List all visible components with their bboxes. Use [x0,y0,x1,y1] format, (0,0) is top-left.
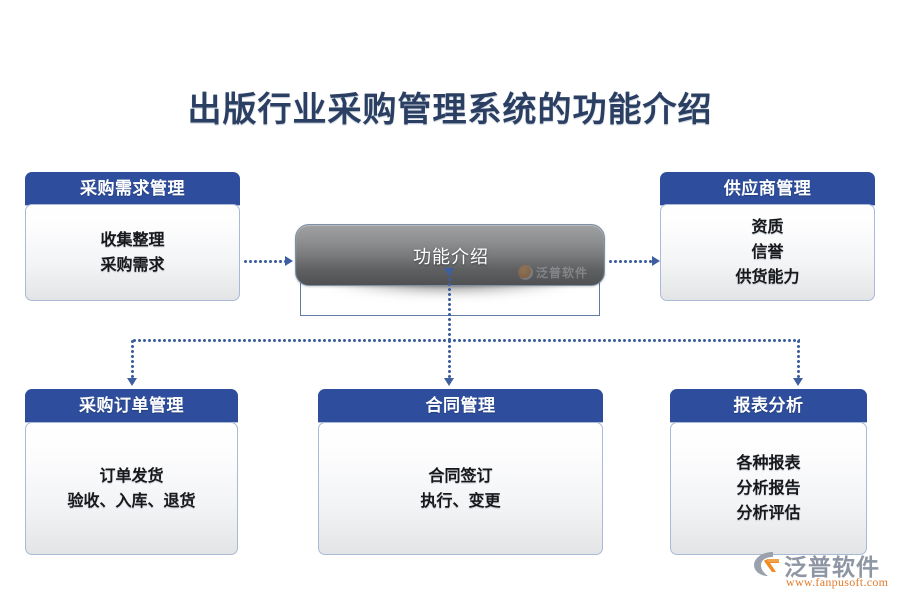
connector-drop-report [797,339,800,381]
card-purchase-demand-body: 收集整理 采购需求 [25,204,240,301]
connector-demand-to-hub-arrow [285,256,293,266]
card-supplier-body: 资质 信誉 供货能力 [660,204,875,301]
card-line: 供货能力 [735,269,800,286]
card-line: 各种报表 [736,455,801,472]
card-line: 订单发货 [99,467,164,485]
card-line: 信誉 [751,244,784,261]
connector-drop-order [131,339,134,381]
fanpu-logo-icon [517,265,533,280]
card-line: 资质 [751,219,784,236]
connector-hub-to-supplier-arrow [652,256,660,266]
card-line: 采购需求 [100,256,165,274]
card-purchase-demand-header: 采购需求管理 [25,172,240,205]
card-report-header: 报表分析 [670,389,867,422]
card-contract-body: 合同签订 执行、变更 [318,422,603,555]
brand-logo: 泛普软件 www.fanpusoft.com [752,548,892,594]
connector-hub-trunk-arrow [444,268,454,276]
connector-drop-contract-arrow [444,378,454,386]
card-line: 收集整理 [100,231,165,249]
hub-watermark: 泛普软件 [517,264,588,281]
card-line: 分析评估 [736,505,801,522]
logo-url: www.fanpusoft.com [786,575,889,589]
connector-drop-contract [448,339,451,381]
card-report-body: 各种报表 分析报告 分析评估 [670,422,867,555]
page-title: 出版行业采购管理系统的功能介绍 [187,91,713,129]
card-purchase-order-header: 采购订单管理 [25,389,238,422]
hub-label: 功能介绍 [413,247,489,267]
logo-name: 泛普软件 [784,554,880,580]
card-line: 分析报告 [736,480,801,497]
card-purchase-order-body: 订单发货 验收、入库、退货 [25,422,238,555]
card-contract[interactable]: 合同管理 合同签订 执行、变更 [318,389,603,555]
card-contract-header: 合同管理 [318,389,603,422]
card-line: 合同签订 [428,467,493,485]
connector-bus-horizontal [132,339,800,342]
connector-demand-to-hub-line [243,260,285,263]
hub-watermark-text: 泛普软件 [535,266,588,280]
connector-hub-to-supplier-line [608,260,652,263]
connector-hub-trunk [448,272,451,342]
card-line: 验收、入库、退货 [67,492,196,510]
card-supplier-header: 供应商管理 [660,172,875,205]
connector-drop-report-arrow [793,378,803,386]
connector-drop-order-arrow [127,378,137,386]
fanpu-swoosh-icon [754,552,779,576]
card-report[interactable]: 报表分析 各种报表 分析报告 分析评估 [670,389,867,555]
card-line: 执行、变更 [420,492,501,510]
card-purchase-order[interactable]: 采购订单管理 订单发货 验收、入库、退货 [25,389,238,555]
card-supplier[interactable]: 供应商管理 资质 信誉 供货能力 [660,172,875,301]
card-purchase-demand[interactable]: 采购需求管理 收集整理 采购需求 [25,172,240,301]
